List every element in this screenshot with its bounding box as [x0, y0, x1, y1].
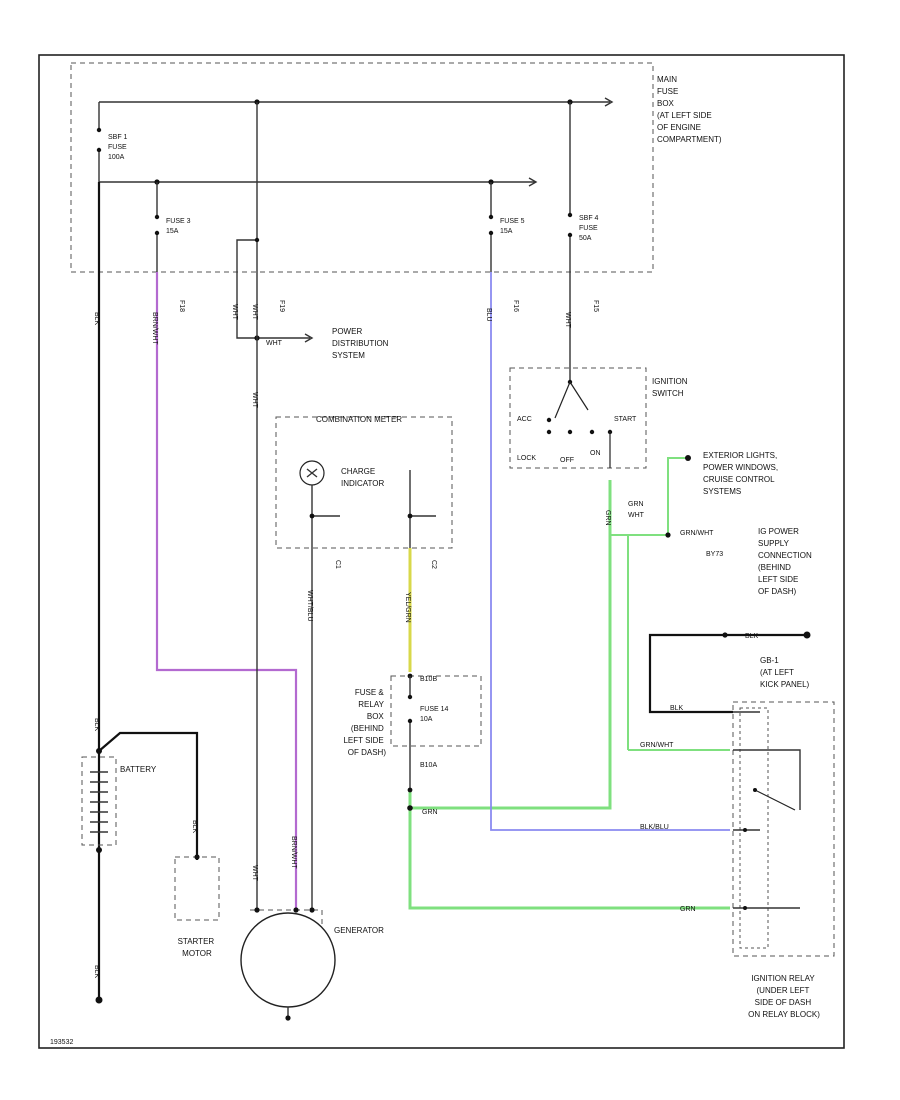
brn-wht-wire: [155, 272, 298, 910]
by73-code: BY73: [706, 551, 723, 558]
ground-gb1-label: GB-1 (AT LEFT KICK PANEL): [760, 656, 810, 689]
svg-text:BRN/WHT: BRN/WHT: [151, 312, 158, 345]
pin-f16: F16: [512, 300, 519, 312]
fuse-5-label: FUSE 5 15A: [500, 218, 526, 235]
svg-text:BLK: BLK: [191, 820, 198, 834]
fuse-relay-box: B10B FUSE 14 10A B10A FUSE & RELAY BOX (…: [343, 673, 482, 790]
ig-power-label: IG POWER SUPPLY CONNECTION (BEHIND LEFT …: [758, 527, 814, 596]
fuse-3-label: FUSE 3 15A: [166, 218, 192, 235]
ground-gb1-terminal: [803, 631, 811, 639]
ignition-switch: IGNITION SWITCH ACC START LOCK OFF ON: [509, 367, 690, 469]
fuse-sbf4-label: SBF 4 FUSE 50A: [579, 215, 600, 242]
combination-meter-title: COMBINATION METER: [316, 415, 402, 424]
svg-text:BLK: BLK: [93, 312, 100, 326]
wht-power-dist-wire: [236, 272, 310, 339]
ground-terminal-left: [95, 996, 103, 1004]
pin-f19: F19: [278, 300, 285, 312]
position-start: START: [614, 416, 637, 423]
exterior-lights-label: EXTERIOR LIGHTS, POWER WINDOWS, CRUISE C…: [703, 451, 780, 496]
svg-text:WHT: WHT: [266, 340, 283, 347]
power-distribution-label: POWER DISTRIBUTION SYSTEM: [332, 327, 391, 360]
fuse-sbf1-label: SBF 1 FUSE 100A: [108, 134, 129, 161]
svg-text:BLK: BLK: [93, 718, 100, 732]
svg-text:WHT: WHT: [251, 304, 258, 321]
pin-f18: F18: [178, 300, 185, 312]
svg-text:GRN WHT: GRN WHT: [628, 501, 646, 519]
position-off: OFF: [560, 457, 574, 464]
combination-meter: COMBINATION METER CHARGE INDICATOR C1 C2: [275, 415, 453, 569]
ignition-switch-label: IGNITION SWITCH: [652, 377, 690, 398]
svg-text:WHT/BLU: WHT/BLU: [306, 590, 313, 622]
generator-label: GENERATOR: [334, 926, 384, 935]
svg-text:GRN: GRN: [680, 906, 696, 913]
ignition-relay-label: IGNITION RELAY (UNDER LEFT SIDE OF DASH …: [748, 974, 820, 1019]
svg-text:YEL/GRN: YEL/GRN: [404, 592, 411, 623]
svg-text:GRN: GRN: [604, 510, 611, 526]
grn-wht-ig-power: [627, 534, 668, 750]
position-on: ON: [590, 450, 601, 457]
grn-wire-relay: [408, 808, 730, 910]
charge-indicator-label: CHARGE INDICATOR: [341, 467, 384, 488]
diagram-border: [38, 54, 845, 1049]
battery-label: BATTERY: [120, 765, 157, 774]
figure-id: 193532: [50, 1039, 73, 1046]
grn-wire-ignition: [408, 480, 612, 810]
main-fuse-box: MAIN FUSE BOX (AT LEFT SIDE OF ENGINE CO…: [70, 62, 722, 312]
svg-text:GRN/WHT: GRN/WHT: [680, 530, 714, 537]
starter-motor-label: STARTER MOTOR: [178, 937, 217, 958]
svg-text:WHT: WHT: [564, 312, 571, 329]
pin-b10a: B10A: [420, 762, 437, 769]
battery: BATTERY: [81, 748, 157, 853]
svg-text:WHT: WHT: [231, 304, 238, 321]
fuse-box-title: MAIN FUSE BOX (AT LEFT SIDE OF ENGINE CO…: [657, 75, 722, 144]
svg-text:BRN/WHT: BRN/WHT: [290, 836, 297, 869]
starter-motor: STARTER MOTOR: [174, 854, 220, 958]
generator: GENERATOR: [240, 907, 384, 1021]
grn-wht-wire: [609, 457, 688, 536]
svg-text:BLK: BLK: [745, 633, 759, 640]
position-acc: ACC: [517, 416, 532, 423]
svg-text:BLK: BLK: [670, 705, 684, 712]
pin-f15: F15: [592, 300, 599, 312]
fuse-14-label: FUSE 14 10A: [420, 706, 450, 723]
blu-wire: [490, 272, 730, 831]
svg-text:WHT: WHT: [251, 865, 258, 882]
svg-text:BLK: BLK: [93, 965, 100, 979]
ignition-relay: IGNITION RELAY (UNDER LEFT SIDE OF DASH …: [732, 701, 835, 1019]
svg-text:WHT: WHT: [251, 392, 258, 409]
pin-b10b: B10B: [420, 676, 437, 683]
position-lock: LOCK: [517, 455, 536, 462]
pin-c1: C1: [334, 560, 341, 569]
svg-text:GRN/WHT: GRN/WHT: [640, 742, 674, 749]
svg-text:BLK/BLU: BLK/BLU: [640, 824, 669, 831]
svg-text:BLU: BLU: [485, 308, 492, 322]
fuse-relay-box-label: FUSE & RELAY BOX (BEHIND LEFT SIDE OF DA…: [343, 688, 386, 757]
pin-c2: C2: [430, 560, 437, 569]
starter-cable: [98, 731, 199, 860]
svg-text:GRN: GRN: [422, 809, 438, 816]
